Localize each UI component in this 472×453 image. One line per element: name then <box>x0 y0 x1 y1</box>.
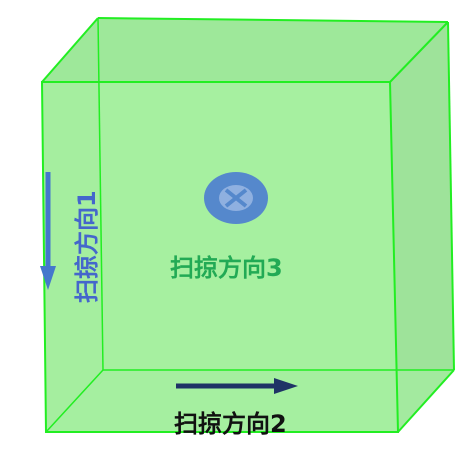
circled-x-icon <box>204 172 268 224</box>
cube-edges <box>40 17 455 433</box>
arrow-down-icon <box>40 172 56 290</box>
arrow-right-icon <box>176 378 298 394</box>
label-direction-1: 扫掠方向1 <box>73 190 101 303</box>
label-direction-2: 扫掠方向2 <box>174 410 287 438</box>
label-direction-3: 扫掠方向3 <box>170 254 283 282</box>
cube-right-face <box>390 22 454 432</box>
cube-back-edges <box>45 17 454 433</box>
cube-top-face <box>42 18 448 82</box>
cube-front-face <box>42 82 398 432</box>
